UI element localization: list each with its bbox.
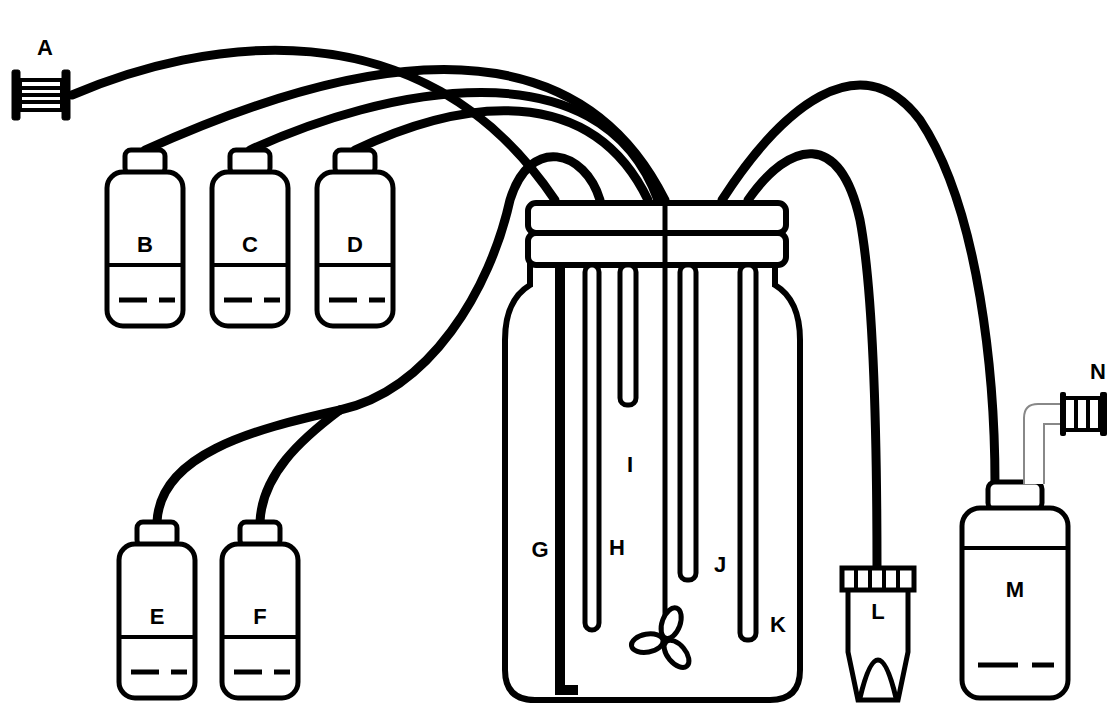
tube-e [157,410,340,522]
tube-f [260,410,340,522]
tube-d [355,111,648,200]
callout-letter: K [770,614,786,636]
bottle-f [222,522,298,698]
callout-letter: L [871,601,884,623]
callout-letter: M [1006,579,1024,601]
callout-letter: C [242,234,258,256]
sample-container-l [842,568,914,700]
callout-letter: H [609,537,625,559]
callout-letter: G [531,539,548,561]
bottle-m [962,482,1068,698]
bottle-b [107,150,183,326]
callout-letter: F [253,606,266,628]
bottle-e [119,522,195,698]
callout-letter: N [1090,361,1106,383]
elbow-filter-n [1024,392,1107,484]
callout-letter: D [347,234,363,256]
reactor-vessel [505,198,800,700]
callout-letter: E [150,606,165,628]
bottle-d [317,150,393,326]
filter-a [12,70,70,120]
callout-letter: B [137,234,153,256]
callout-letter: I [627,454,633,476]
bottle-c [212,150,288,326]
callout-letter: J [714,554,726,576]
callout-letter: A [37,37,53,59]
